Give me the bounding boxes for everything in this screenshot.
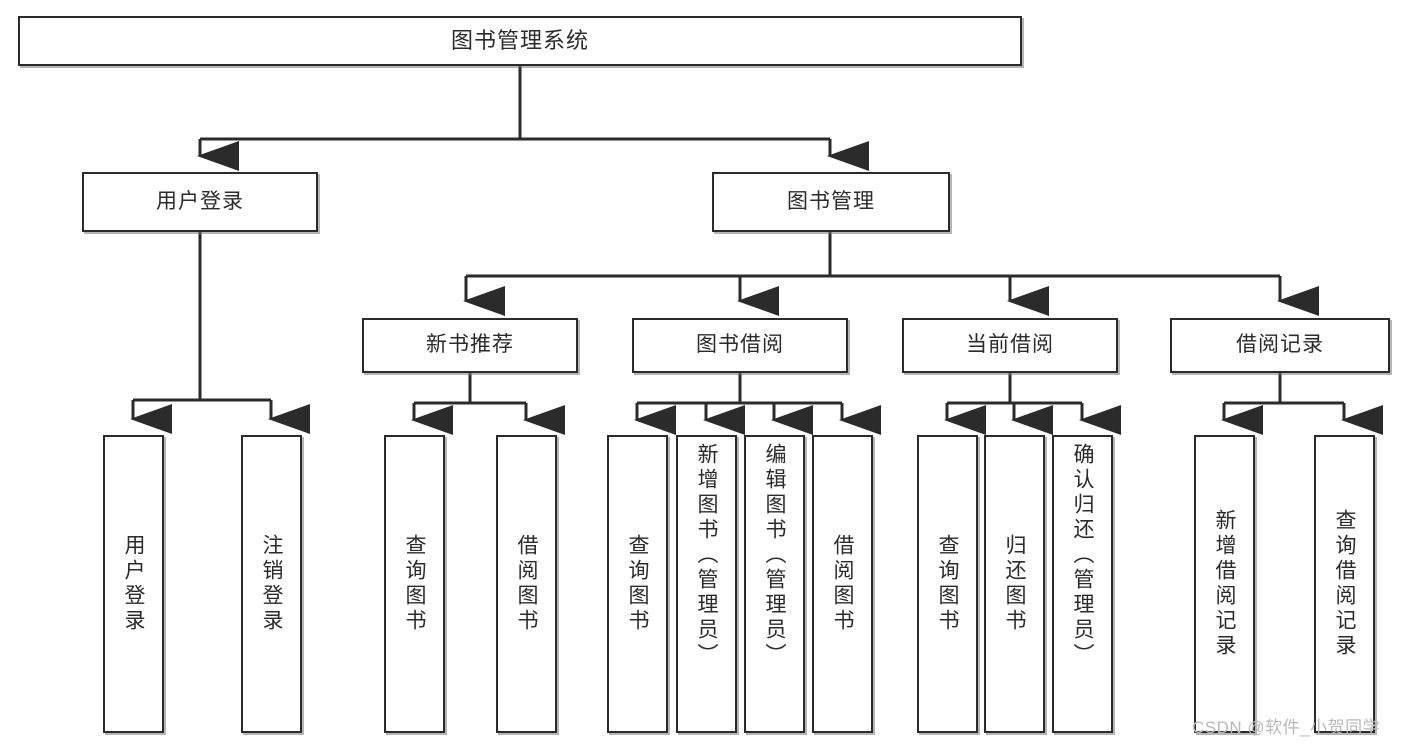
node-leaf-query-book-1[interactable]: 查询图书 [384, 435, 445, 733]
node-label: 归还图书 [1003, 534, 1026, 634]
node-borrow-record[interactable]: 借阅记录 [1170, 318, 1390, 373]
node-leaf-borrow-book-1[interactable]: 借阅图书 [496, 435, 557, 733]
node-leaf-query-book-3[interactable]: 查询图书 [917, 435, 978, 733]
node-leaf-borrow-book-2[interactable]: 借阅图书 [812, 435, 873, 733]
node-leaf-logout-login[interactable]: 注销登录 [241, 435, 302, 733]
node-leaf-return-book[interactable]: 归还图书 [984, 435, 1045, 733]
node-label: 查询借阅记录 [1333, 509, 1356, 659]
node-leaf-add-book-admin[interactable]: 新增图书（管理员） [676, 435, 737, 733]
csdn-watermark: CSDN @软件_小贺同学 [1192, 718, 1381, 737]
node-leaf-query-book-2[interactable]: 查询图书 [607, 435, 668, 733]
node-label: 编辑图书（管理员） [763, 443, 786, 668]
node-label: 图书借阅 [696, 333, 784, 357]
node-label: 借阅记录 [1236, 333, 1324, 357]
node-label: 图书管理 [787, 189, 875, 213]
node-label: 用户登录 [122, 534, 145, 634]
node-label: 新增图书（管理员） [695, 443, 718, 668]
node-leaf-add-borrow-record[interactable]: 新增借阅记录 [1194, 435, 1255, 733]
node-label: 查询图书 [936, 534, 959, 634]
node-leaf-user-login[interactable]: 用户登录 [103, 435, 164, 733]
node-label: 查询图书 [403, 534, 426, 634]
node-current-borrow[interactable]: 当前借阅 [902, 318, 1118, 373]
node-leaf-query-borrow-record[interactable]: 查询借阅记录 [1314, 435, 1375, 733]
node-book-management[interactable]: 图书管理 [712, 172, 950, 232]
node-label: 用户登录 [156, 189, 244, 213]
node-root-system[interactable]: 图书管理系统 [18, 16, 1022, 66]
node-book-borrow[interactable]: 图书借阅 [632, 318, 848, 373]
node-label: 确认归还（管理员） [1071, 443, 1094, 668]
node-user-login[interactable]: 用户登录 [82, 172, 318, 232]
node-label: 新书推荐 [426, 333, 514, 357]
node-label: 新增借阅记录 [1213, 509, 1236, 659]
node-label: 当前借阅 [966, 333, 1054, 357]
node-label: 借阅图书 [515, 534, 538, 634]
node-new-book-recommend[interactable]: 新书推荐 [362, 318, 578, 373]
node-leaf-confirm-return-admin[interactable]: 确认归还（管理员） [1052, 435, 1113, 733]
node-label: 注销登录 [260, 534, 283, 634]
node-label: 借阅图书 [831, 534, 854, 634]
node-label: 查询图书 [626, 534, 649, 634]
node-leaf-edit-book-admin[interactable]: 编辑图书（管理员） [744, 435, 805, 733]
node-label: 图书管理系统 [450, 28, 589, 54]
